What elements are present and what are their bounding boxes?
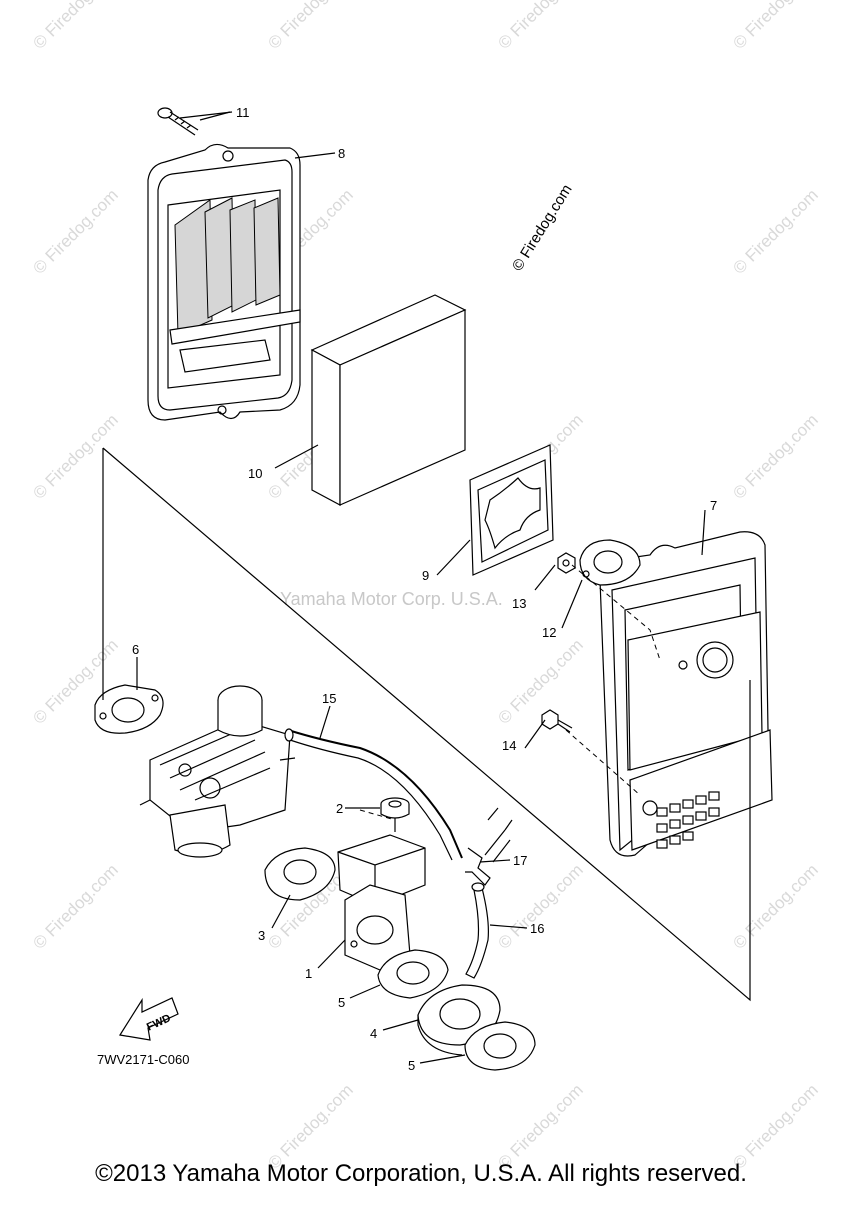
callout-5-lower: 5 bbox=[408, 1058, 415, 1073]
gasket-12 bbox=[579, 539, 641, 586]
gasket-5-lower bbox=[464, 1021, 536, 1071]
watermark: © Firedog.com bbox=[729, 410, 821, 502]
watermark: © Firedog.com bbox=[494, 0, 586, 53]
watermark: © Firedog.com bbox=[729, 0, 821, 53]
copyright-footer: ©2013 Yamaha Motor Corporation, U.S.A. A… bbox=[95, 1160, 747, 1187]
hose-15 bbox=[284, 728, 463, 861]
grommet-2 bbox=[380, 797, 410, 832]
callout-2: 2 bbox=[336, 801, 343, 816]
carburetor bbox=[139, 685, 296, 858]
gasket-5-upper bbox=[377, 949, 449, 999]
callout-labels: 11 8 10 9 7 13 12 14 6 15 2 17 16 3 1 5 … bbox=[132, 105, 717, 1073]
callout-9: 9 bbox=[422, 568, 429, 583]
leader-lines bbox=[136, 111, 706, 1064]
callout-14: 14 bbox=[502, 738, 516, 753]
callout-1: 1 bbox=[305, 966, 312, 981]
callout-4: 4 bbox=[370, 1026, 377, 1041]
callout-17: 17 bbox=[513, 853, 527, 868]
watermark: © Firedog.com bbox=[29, 0, 121, 53]
hose-16 bbox=[465, 882, 489, 979]
callout-3: 3 bbox=[258, 928, 265, 943]
callout-11: 11 bbox=[236, 105, 250, 120]
watermark: © Firedog.com bbox=[29, 185, 121, 277]
watermark: © Firedog.com bbox=[494, 1080, 586, 1172]
gasket-9 bbox=[469, 444, 554, 576]
gasket-6 bbox=[94, 684, 164, 734]
firedog-watermark-dark: © Firedog.com bbox=[509, 181, 576, 274]
callout-10: 10 bbox=[248, 466, 262, 481]
center-watermark: Yamaha Motor Corp. U.S.A. bbox=[280, 589, 503, 609]
watermark: © Firedog.com bbox=[729, 1080, 821, 1172]
joint-17 bbox=[465, 807, 513, 886]
callout-12: 12 bbox=[542, 625, 556, 640]
callout-16: 16 bbox=[530, 921, 544, 936]
watermark: © Firedog.com bbox=[494, 860, 586, 952]
assembly-lines bbox=[102, 447, 751, 1002]
gasket-3 bbox=[264, 847, 336, 901]
callout-13: 13 bbox=[512, 596, 526, 611]
bolt-11 bbox=[157, 107, 231, 136]
air-cleaner-case bbox=[147, 143, 301, 421]
watermark: © Firedog.com bbox=[29, 860, 121, 952]
callout-15: 15 bbox=[322, 691, 336, 706]
watermark: © Firedog.com bbox=[729, 185, 821, 277]
watermark: © Firedog.com bbox=[29, 410, 121, 502]
fwd-arrow: FWD bbox=[119, 997, 179, 1041]
callout-7: 7 bbox=[710, 498, 717, 513]
watermark: © Firedog.com bbox=[494, 635, 586, 727]
air-cleaner-cover bbox=[599, 531, 773, 857]
callout-5-upper: 5 bbox=[338, 995, 345, 1010]
watermark: © Firedog.com bbox=[729, 860, 821, 952]
diagram-code: 7WV2171-C060 bbox=[97, 1052, 190, 1067]
watermark: © Firedog.com bbox=[264, 1080, 356, 1172]
watermark: © Firedog.com bbox=[264, 0, 356, 53]
cover-vents bbox=[656, 791, 720, 849]
nut-13 bbox=[557, 552, 576, 574]
callout-8: 8 bbox=[338, 146, 345, 161]
air-filter-element bbox=[310, 294, 467, 507]
bolt-14 bbox=[541, 709, 573, 733]
insulator-1 bbox=[337, 834, 426, 971]
callout-6: 6 bbox=[132, 642, 139, 657]
